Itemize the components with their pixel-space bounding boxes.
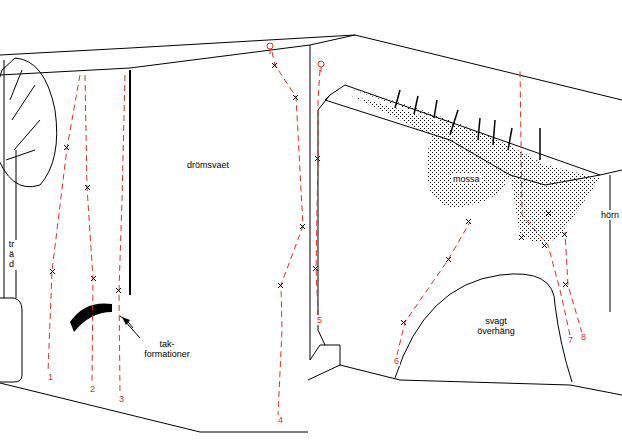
- route-number: 8: [580, 332, 587, 342]
- feature-label: tak-formationer: [140, 339, 194, 360]
- route-number: 7: [567, 335, 574, 345]
- route-number: 5: [316, 315, 323, 325]
- overhang-label: svagt överhäng: [472, 316, 520, 337]
- route-number: 6: [393, 356, 400, 366]
- route-number: 1: [47, 372, 54, 382]
- route-number: 4: [277, 415, 284, 425]
- route-number: 3: [118, 394, 125, 404]
- wall-name: drömsvaet: [186, 160, 230, 170]
- moss-label: mossa: [452, 174, 481, 184]
- tree-label: träd: [6, 240, 17, 270]
- route-number: 2: [89, 384, 96, 394]
- corner-label: hörn: [600, 210, 620, 220]
